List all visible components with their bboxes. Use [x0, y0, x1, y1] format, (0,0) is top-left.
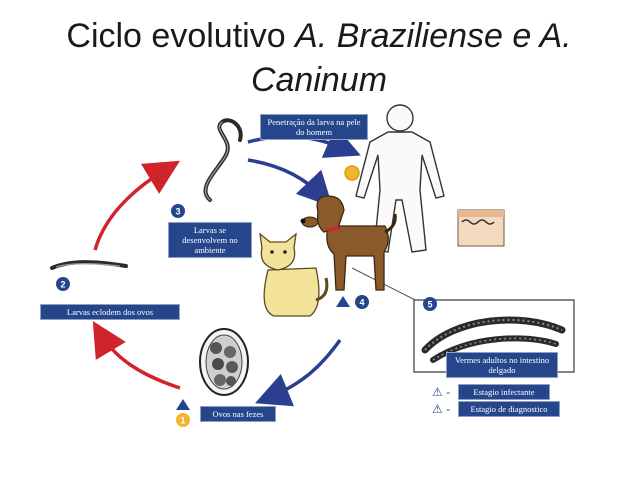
title-species-a: A. Braziliense e A.: [295, 17, 572, 55]
legend-diagnostic: ⚠ - Estagio de diagnostico: [432, 401, 560, 417]
step-1-circle: 1: [176, 413, 190, 427]
arrow-eggs-to-hatch: [92, 320, 181, 390]
label-eggs-feces: Ovos nas fezes: [200, 406, 276, 422]
title-line-1: Ciclo evolutivo A. Braziliense e A.: [0, 14, 638, 58]
title-line-2: Caninum: [0, 58, 638, 102]
legend-infective-label: Estagio infectante: [458, 384, 550, 400]
larva-develop-illustration: [203, 118, 243, 202]
leader-line: [351, 267, 426, 306]
step-6-marker: [176, 399, 190, 410]
label-adult-worms: Vermes adultos no intestino delgado: [446, 352, 558, 378]
legend-infective: ⚠ - Estagio infectante: [432, 384, 550, 400]
human-figure-illustration: [344, 104, 445, 253]
larva-hatch-illustration: [50, 260, 128, 270]
step-1-number: 1: [180, 416, 185, 426]
label-penetration: Penetração da larva na pele do homem: [260, 114, 368, 140]
step-3-circle: 3: [171, 204, 185, 218]
skin-section-illustration: [457, 209, 505, 247]
arrow-hatch-to-develop: [93, 160, 180, 251]
step-4-circle: 4: [336, 295, 369, 309]
step-2-circle: 2: [56, 277, 70, 291]
egg-illustration: [199, 328, 249, 396]
arrow-larva-to-dog: [247, 158, 333, 208]
label-larvae-develop: Larvas se desenvolvem no ambiente: [168, 222, 252, 258]
cat-illustration: [259, 232, 329, 317]
step-4-number: 4: [359, 298, 364, 308]
legend-diagnostic-label: Estagio de diagnostico: [458, 401, 560, 417]
title-species-b: Caninum: [250, 61, 388, 99]
title-prefix: Ciclo evolutivo: [66, 17, 296, 55]
diagnostic-stage-icon: ⚠ -: [432, 402, 451, 416]
label-larvae-hatch: Larvas eclodem dos ovos: [40, 304, 180, 320]
step-5-circle: 5: [423, 297, 437, 311]
step-2-number: 2: [60, 280, 65, 290]
arrow-host-to-eggs: [255, 338, 342, 407]
slide-title: Ciclo evolutivo A. Braziliense e A. Cani…: [0, 14, 638, 102]
step-5-number: 5: [427, 300, 432, 310]
infective-stage-icon: ⚠ -: [432, 385, 451, 399]
step-3-number: 3: [175, 207, 180, 217]
dog-illustration: [300, 195, 397, 291]
